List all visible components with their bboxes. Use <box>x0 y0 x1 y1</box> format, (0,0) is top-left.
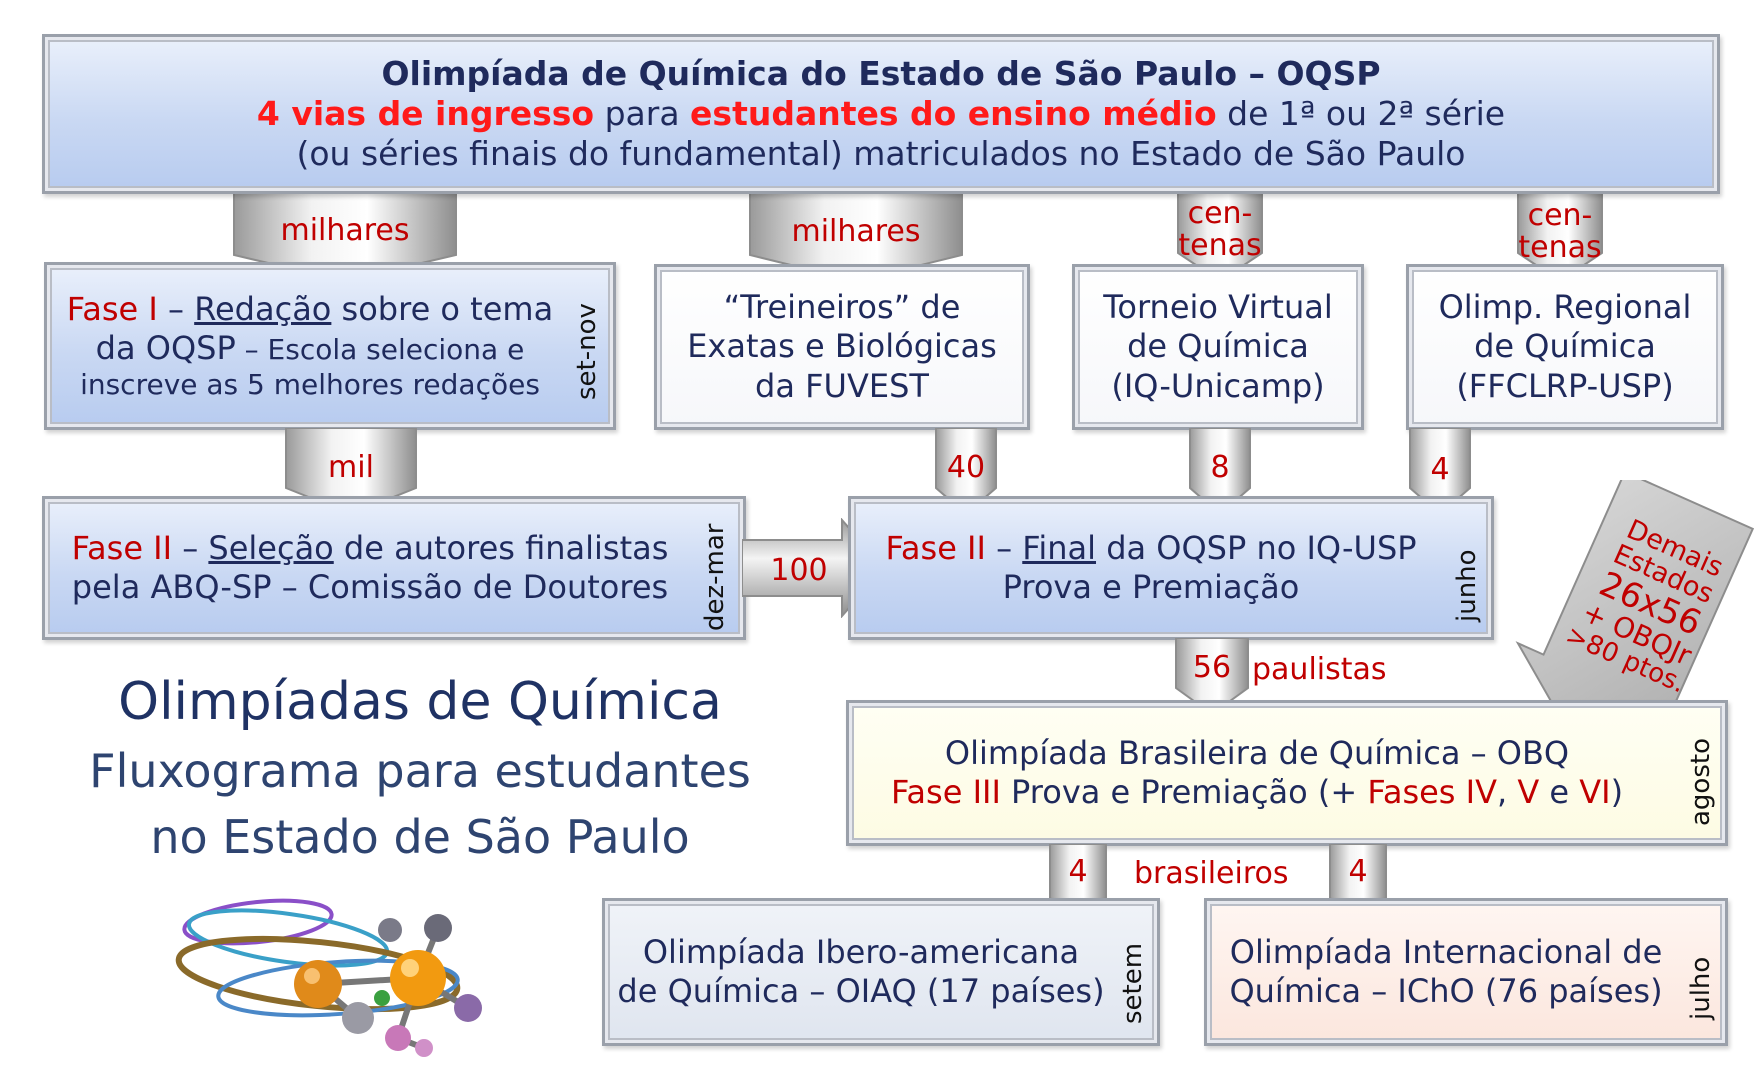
period-junho: junho <box>1452 549 1482 622</box>
header-title: Olimpíada de Química do Estado de São Pa… <box>381 53 1381 93</box>
label-mil: mil <box>328 450 374 485</box>
fase2a-box: Fase II – Seleção de autores finalistas … <box>42 496 746 640</box>
fase1-box: Fase I – Redação sobre o tema da OQSP – … <box>44 262 616 430</box>
label-brasileiros: brasileiros <box>1134 856 1289 891</box>
obq-box: Olimpíada Brasileira de Química – OBQ Fa… <box>846 700 1728 846</box>
label-4-regional: 4 <box>1430 452 1450 487</box>
label-4-oiaq: 4 <box>1068 854 1088 889</box>
header-subtitle: 4 vias de ingresso para estudantes do en… <box>256 93 1506 133</box>
label-4-icho: 4 <box>1348 854 1368 889</box>
label-8: 8 <box>1210 450 1230 485</box>
molecule-logo <box>175 898 482 1057</box>
diagram-subtitle-1: Fluxograma para estudantes <box>89 744 751 798</box>
label-paulistas: paulistas <box>1252 652 1387 687</box>
diagram-title: Olimpíadas de Química <box>118 672 722 732</box>
label-centenas-2: cen-tenas <box>1518 198 1602 265</box>
label-56: 56 <box>1192 650 1232 685</box>
label-40: 40 <box>946 450 986 485</box>
period-setem: setem <box>1118 942 1148 1024</box>
period-dez-mar: dez-mar <box>700 523 730 631</box>
label-milhares-1: milhares <box>280 213 410 248</box>
icho-box: Olimpíada Internacional de Química – ICh… <box>1204 898 1728 1046</box>
label-100: 100 <box>770 553 828 588</box>
treineiros-box: “Treineiros” de Exatas e Biológicas da F… <box>654 264 1030 430</box>
torneio-box: Torneio Virtual de Química (IQ-Unicamp) <box>1072 264 1364 430</box>
period-set-nov: set-nov <box>572 303 602 400</box>
regional-box: Olimp. Regional de Química (FFCLRP-USP) <box>1406 264 1724 430</box>
oiaq-box: Olimpíada Ibero-americana de Química – O… <box>602 898 1160 1046</box>
header-line3: (ou séries finais do fundamental) matric… <box>296 134 1466 174</box>
fase2b-box: Fase II – Final da OQSP no IQ-USP Prova … <box>848 496 1494 640</box>
period-julho: julho <box>1686 956 1716 1020</box>
diagram-subtitle-2: no Estado de São Paulo <box>150 810 690 864</box>
header-box: Olimpíada de Química do Estado de São Pa… <box>42 34 1720 194</box>
label-milhares-2: milhares <box>791 214 921 249</box>
label-centenas-1: cen-tenas <box>1178 196 1262 263</box>
period-agosto: agosto <box>1686 738 1716 826</box>
